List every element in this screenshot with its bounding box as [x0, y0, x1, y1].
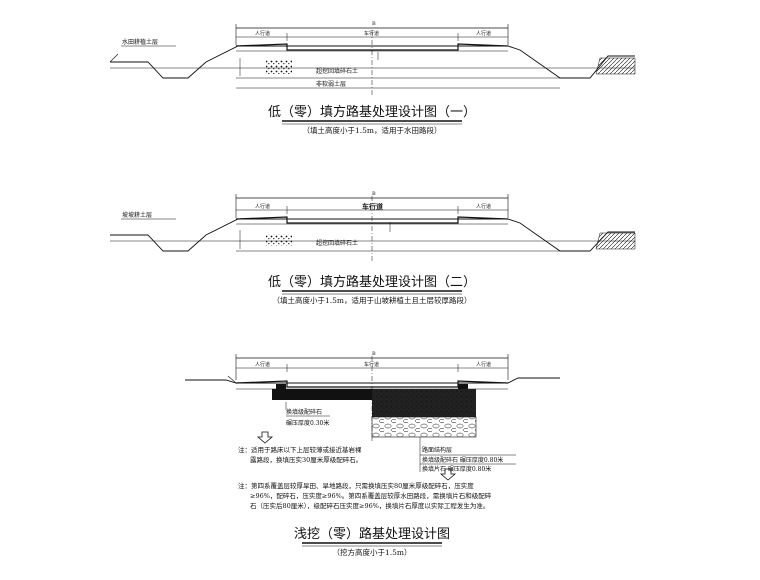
pavement-row-2: 换填片石 碾压厚度0.80米	[422, 465, 491, 473]
carriage-label: 车行道	[362, 202, 383, 211]
left-curb	[276, 384, 286, 390]
backfill-rubble	[266, 60, 292, 74]
walk-left-label: 人行道	[255, 30, 270, 37]
road-surface	[235, 380, 509, 388]
ground-profile	[110, 45, 635, 79]
diagram-2: B 人行道 车行道 人行道 坡坡耕土层 超挖回填碎石土 低（零）填方路基处理设计…	[110, 191, 636, 305]
hatched-bank	[595, 232, 636, 250]
diagram-title: 低（零）填方路基处理设计图（一）	[268, 104, 476, 120]
diagram-title: 浅挖（零）路基处理设计图	[294, 526, 450, 542]
gravel-thickness-label: 碾压厚度0.30米	[286, 419, 329, 427]
rubble-layer	[371, 416, 477, 438]
backfill-rubble	[266, 234, 292, 246]
backfill-label: 超挖回填碎石土	[316, 239, 358, 247]
note-1-line-1: 注：适用于路床以下上层较薄或接近基岩裸	[238, 445, 362, 454]
note-2-line-2: ≥96%，配碎石，压实度≥96%。第四系覆盖层较厚水田路段，需换填片石和级配碎	[250, 491, 492, 500]
note-1-line-2: 露路段，换填压实30厘米厚级配碎石。	[250, 455, 362, 464]
diagram-subtitle: （填土高度小于1.5m，适用于山坡耕植土且土层较厚路段）	[272, 295, 471, 305]
ground-profile	[110, 218, 635, 252]
gravel-label: 换填级配碎石	[286, 408, 322, 416]
dimension-label: B	[372, 21, 376, 27]
subsoil-label: 非软弱土层	[316, 80, 346, 88]
note-2-line-3: 石（压实后80厘米），级配碎石压实度≥96%，换填片石厚度以实际工程发生为准。	[250, 501, 489, 510]
backfill-label: 超挖回填碎石土	[316, 67, 358, 75]
road-surface	[235, 43, 509, 51]
dimension-label: B	[372, 191, 376, 197]
pavement-title: 路面结构层	[422, 446, 452, 454]
walk-right-label: 人行道	[476, 30, 491, 37]
road-surface	[235, 216, 509, 224]
carriage-label: 车行道	[364, 361, 379, 368]
note-2-line-1: 注：第四系覆盖层较厚旱田、旱地路段，只需换填压实80厘米厚级配碎石，压实度	[238, 481, 474, 490]
diagram-subtitle: （挖方高度小于1.5m）	[332, 547, 411, 557]
diagram-title: 低（零）填方路基处理设计图（二）	[268, 274, 476, 290]
diagram-subtitle: （填土高度小于1.5m，适用于水田路段）	[302, 125, 441, 135]
arrow-down-icon	[439, 468, 457, 481]
walk-right-label: 人行道	[476, 361, 491, 368]
diagram-1: B 人行道 车行道 人行道 水田耕植土层 超挖回填碎石土 非软弱土层 低（零）填	[109, 21, 636, 135]
dimension-label: B	[372, 351, 376, 357]
carriage-label: 车行道	[364, 30, 379, 37]
arrow-down-icon	[256, 431, 274, 444]
right-curb	[458, 384, 468, 390]
walk-right-label: 人行道	[476, 203, 491, 210]
pavement-row-1: 换填级配碎石 碾压厚度0.80米	[422, 456, 503, 464]
soil-label: 坡坡耕土层	[122, 211, 152, 219]
soil-label: 水田耕植土层	[122, 38, 158, 46]
walk-left-label: 人行道	[255, 203, 270, 210]
hatched-bank	[595, 57, 636, 75]
walk-left-label: 人行道	[255, 361, 270, 368]
diagram-3: B 人行道 车行道 人行道 换填级配碎石 碾压厚度0.30米 路面结构层	[185, 351, 560, 557]
